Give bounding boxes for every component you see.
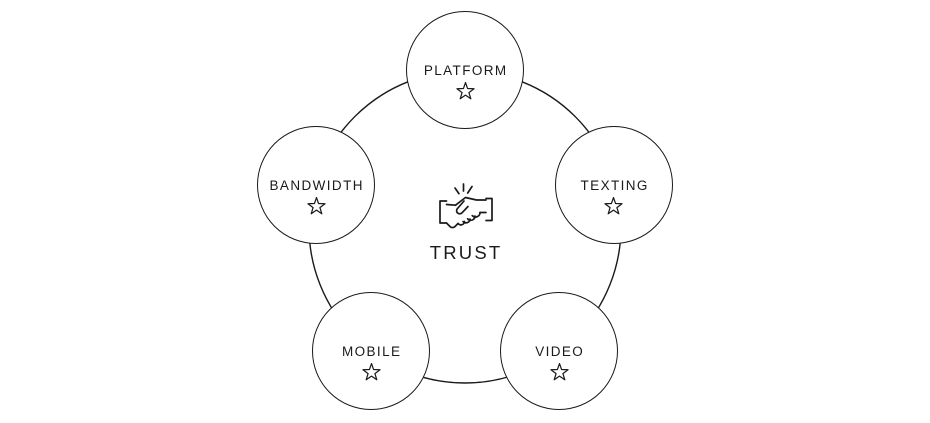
node-bandwidth: BANDWIDTH — [257, 126, 375, 244]
trust-label: TRUST — [429, 242, 503, 263]
node-content: MOBILE — [341, 345, 402, 382]
star-icon — [306, 197, 326, 215]
node-label: MOBILE — [341, 343, 402, 359]
node-video: VIDEO — [500, 292, 618, 410]
node-platform: PLATFORM — [406, 11, 524, 129]
node-label: VIDEO — [535, 343, 585, 359]
node-content: PLATFORM — [422, 64, 507, 101]
node-texting: TEXTING — [555, 126, 673, 244]
star-icon — [361, 363, 381, 381]
node-content: TEXTING — [579, 179, 649, 216]
node-label: BANDWIDTH — [269, 177, 364, 193]
star-icon — [455, 82, 475, 100]
node-label: PLATFORM — [423, 62, 508, 78]
node-content: VIDEO — [534, 345, 584, 382]
node-label: TEXTING — [580, 177, 649, 193]
star-icon — [549, 363, 569, 381]
star-icon — [604, 197, 624, 215]
center-group: TRUST — [395, 181, 535, 263]
handshake-icon — [439, 183, 493, 229]
node-mobile: MOBILE — [312, 292, 430, 410]
node-content: BANDWIDTH — [268, 179, 364, 216]
